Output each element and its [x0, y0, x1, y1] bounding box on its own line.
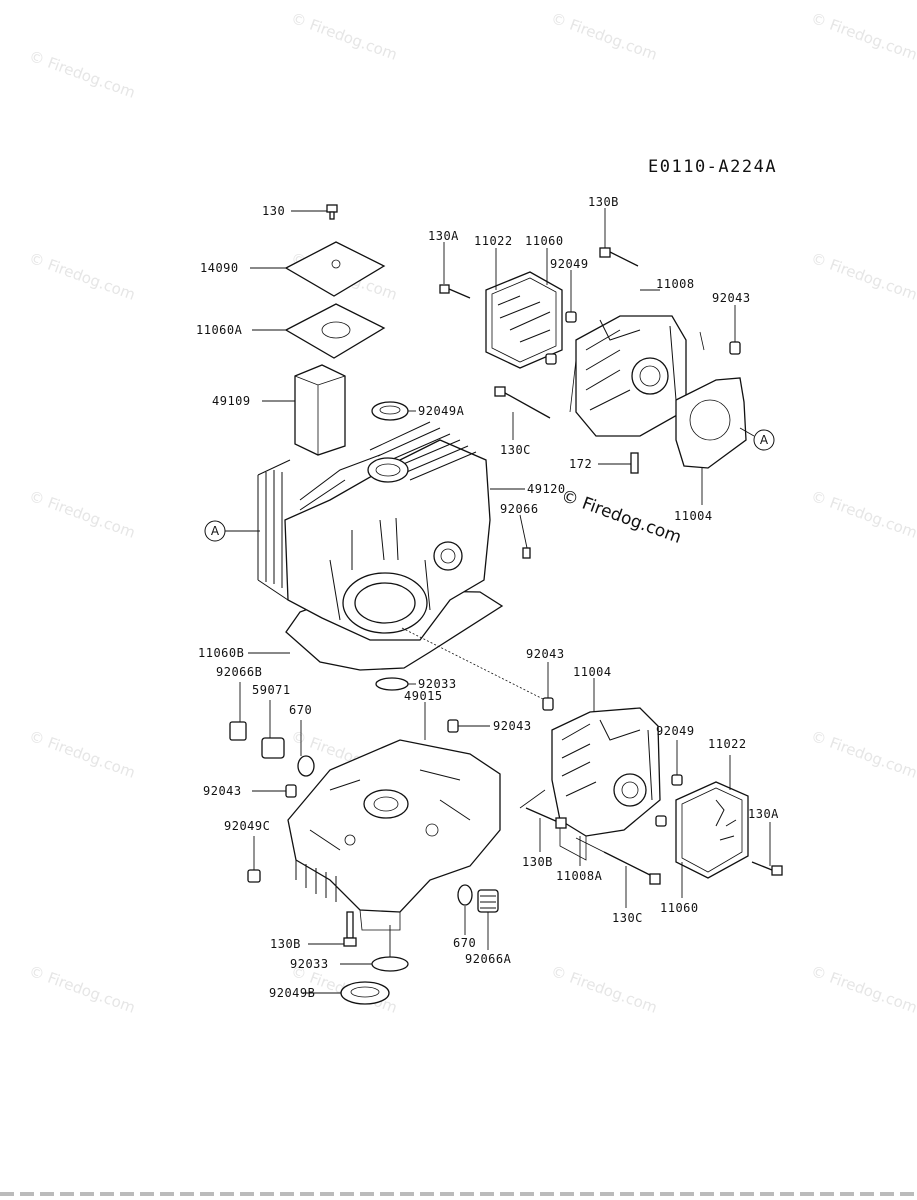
rocker-cover-11022-mid-drawing	[675, 781, 749, 879]
label-172: 172	[569, 457, 592, 471]
watermark: © Firedog.com	[27, 727, 138, 782]
rocker-cover-11022-drawing	[485, 271, 563, 369]
label-670: 670	[289, 703, 312, 717]
bolt-130B-drawing	[599, 247, 639, 267]
label-49109: 49109	[212, 394, 251, 408]
reference-tag-A: A	[753, 429, 775, 451]
seal-92049C-drawing	[247, 869, 261, 883]
o-ring-670-bottom-drawing	[457, 884, 473, 906]
seal-92049A-drawing	[371, 401, 409, 421]
bolt-130-drawing	[326, 204, 338, 220]
footer-strip	[0, 1192, 917, 1196]
seal-92049-drawing	[545, 311, 577, 365]
label-92066B: 92066B	[216, 665, 262, 679]
label-670-bottom: 670	[453, 936, 476, 950]
label-92049C: 92049C	[224, 819, 270, 833]
crankcase-49015-drawing	[287, 739, 501, 931]
watermark: © Firedog.com	[549, 962, 660, 1017]
leader-line	[519, 514, 528, 549]
cylinder-block-drawing	[257, 421, 531, 671]
plate-14090-drawing	[284, 241, 386, 297]
watermark: © Firedog.com	[27, 962, 138, 1017]
gasket-11060A-drawing	[284, 303, 386, 359]
label-11060B: 11060B	[198, 646, 244, 660]
label-130A: 130A	[428, 229, 459, 243]
label-92049: 92049	[550, 257, 589, 271]
label-92049A: 92049A	[418, 404, 465, 418]
label-11022-mid: 11022	[708, 737, 747, 751]
label-130B-mid: 130B	[522, 855, 553, 869]
label-59071: 59071	[252, 683, 291, 697]
part-59071-drawing	[261, 737, 285, 759]
plug-92066B-drawing	[229, 721, 247, 741]
seal-92049B-drawing	[340, 981, 390, 1005]
label-11060A: 11060A	[196, 323, 243, 337]
dowel-92043-left-drawing	[285, 784, 297, 798]
plug-92066A-drawing	[477, 889, 499, 913]
label-130A-mid: 130A	[748, 807, 779, 821]
watermark: © Firedog.com	[27, 47, 138, 102]
label-92043-upper: 92043	[526, 647, 565, 661]
watermark: © Firedog.com	[809, 962, 917, 1017]
assembly-connector	[569, 331, 705, 413]
bolt-130A-mid-drawing	[751, 861, 783, 876]
label-49015: 49015	[404, 689, 443, 703]
label-92033-bottom: 92033	[290, 957, 329, 971]
label-92043-mid: 92043	[493, 719, 532, 733]
label-49120: 49120	[527, 482, 566, 496]
bolt-130C-mid-drawing	[603, 851, 661, 885]
dowel-92043-drawing	[729, 341, 741, 355]
label-92066: 92066	[500, 502, 539, 516]
label-11060-mid: 11060	[660, 901, 699, 915]
cylinder-head-11008A-drawing	[551, 707, 661, 861]
label-130B: 130B	[588, 195, 619, 209]
bolt-130A-drawing	[439, 284, 471, 299]
bolt-130B-mid-drawing	[525, 807, 567, 829]
leader-line	[739, 427, 755, 437]
center-watermark: © Firedog.com	[558, 486, 684, 548]
label-92049B: 92049B	[269, 986, 315, 1000]
label-92043-left: 92043	[203, 784, 242, 798]
watermark: © Firedog.com	[289, 9, 400, 64]
label-130C-mid: 130C	[612, 911, 643, 925]
label-11008: 11008	[656, 277, 695, 291]
diagram-code: E0110-A224A	[648, 157, 777, 177]
label-130B-bottom: 130B	[270, 937, 301, 951]
label-11008A: 11008A	[556, 869, 603, 883]
gasket-11004-drawing	[675, 377, 747, 469]
o-ring-670-drawing	[297, 755, 315, 777]
cylinder-head-11008-drawing	[575, 315, 687, 437]
dowel-92043-mid-drawing	[447, 719, 459, 733]
label-92043: 92043	[712, 291, 751, 305]
svg-text:A: A	[760, 433, 769, 447]
o-ring-92033-bottom-drawing	[371, 956, 409, 972]
watermark: © Firedog.com	[549, 9, 660, 64]
label-92033: 92033	[418, 677, 457, 691]
dowel-92043-upper-drawing	[542, 697, 554, 711]
label-14090: 14090	[200, 261, 239, 275]
svg-text:A: A	[211, 524, 220, 538]
label-92049-mid: 92049	[656, 724, 695, 738]
watermark: © Firedog.com	[27, 249, 138, 304]
bolt-130B-bottom-drawing	[343, 911, 357, 947]
label-11022: 11022	[474, 234, 513, 248]
watermark: © Firedog.com	[809, 249, 917, 304]
filter-49109-drawing	[294, 364, 346, 456]
label-130C: 130C	[500, 443, 531, 457]
watermark: © Firedog.com	[27, 487, 138, 542]
assembly-connector	[401, 627, 546, 701]
label-92066A: 92066A	[465, 952, 512, 966]
watermark: © Firedog.com	[809, 727, 917, 782]
bolt-130C-drawing	[494, 386, 551, 419]
watermark: © Firedog.com	[809, 9, 917, 64]
assembly-connector	[519, 789, 605, 853]
watermark: © Firedog.com	[809, 487, 917, 542]
label-11060: 11060	[525, 234, 564, 248]
label-130: 130	[262, 204, 285, 218]
label-11004: 11004	[674, 509, 713, 523]
reference-tag-A: A	[204, 520, 226, 542]
label-11004-mid: 11004	[573, 665, 612, 679]
stud-172-drawing	[630, 452, 639, 474]
